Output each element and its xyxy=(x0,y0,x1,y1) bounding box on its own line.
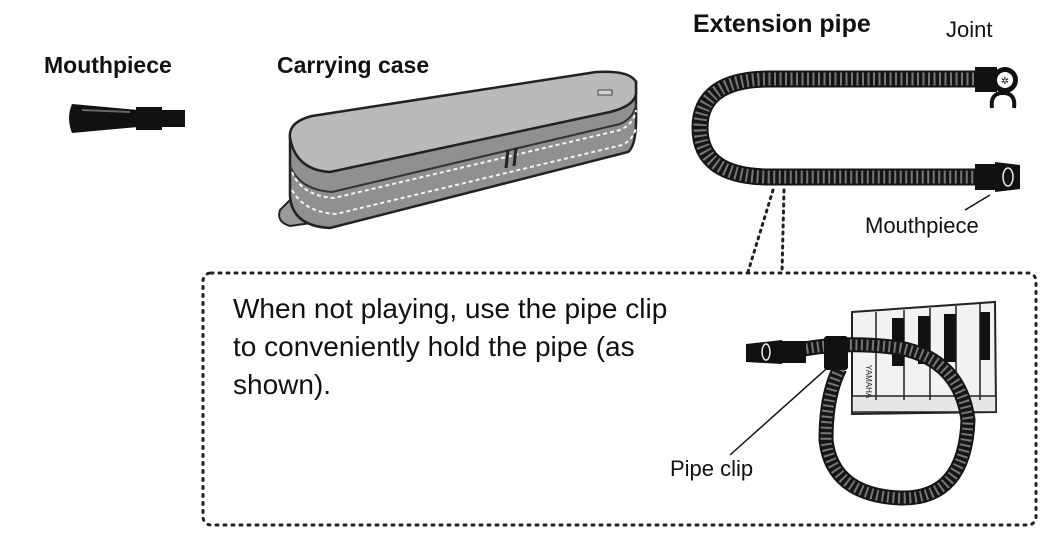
usage-note: When not playing, use the pipe clip to c… xyxy=(233,293,668,400)
mouthpiece-illustration xyxy=(69,104,185,133)
pipe-mouthpiece-label: Mouthpiece xyxy=(865,213,979,238)
extension-pipe-label: Extension pipe xyxy=(693,10,871,38)
mouthpiece-label: Mouthpiece xyxy=(44,52,172,78)
extension-pipe-illustration: ✲ xyxy=(691,67,1020,211)
pipe-clip-label: Pipe clip xyxy=(670,456,754,481)
svg-text:✲: ✲ xyxy=(1001,76,1009,87)
callout-dots xyxy=(746,188,786,274)
keyboard-inset-illustration: YAMAHA xyxy=(729,300,998,506)
carrying-case-illustration xyxy=(278,70,638,230)
carrying-case-label: Carrying case xyxy=(277,52,430,78)
brand-mark: YAMAHA xyxy=(864,365,873,399)
joint-label: Joint xyxy=(946,17,993,42)
note-frame xyxy=(201,271,1038,527)
